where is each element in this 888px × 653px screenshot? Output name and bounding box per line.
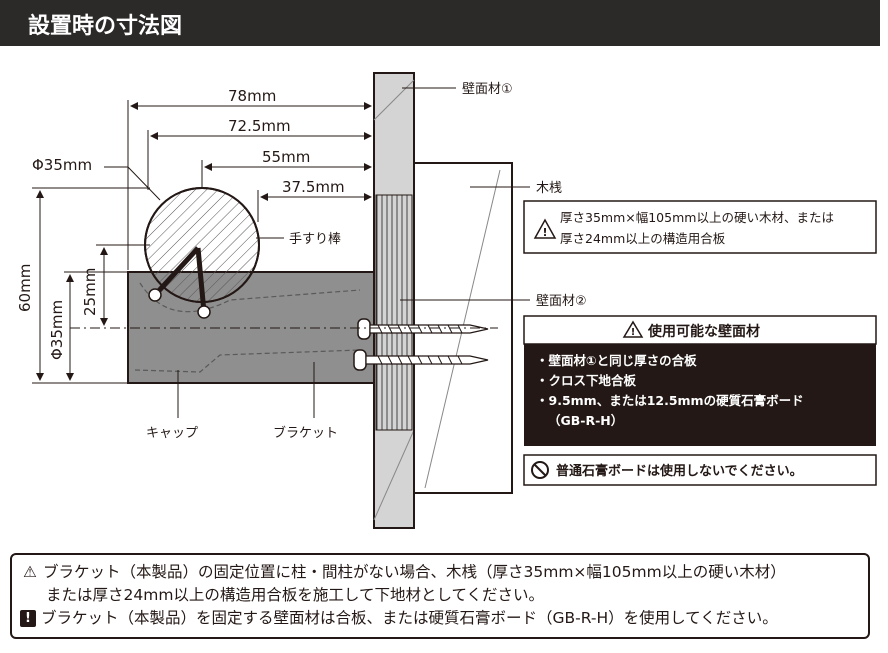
dim-phi35-side: Φ35mm (48, 300, 66, 360)
svg-text:!: ! (542, 226, 547, 239)
notice-line: または厚さ24mm以上の構造用合板を施工して下地材としてください。 (20, 584, 868, 607)
dim-55: 55mm (262, 148, 310, 166)
warning-triangle-icon (622, 320, 644, 338)
title-bar: 設置時の寸法図 (0, 0, 880, 46)
usable-material-item: （GB-R-H） (548, 413, 623, 428)
prohibited-icon (531, 461, 549, 479)
dim-72-5: 72.5mm (228, 117, 291, 135)
label-bracket: ブラケット (273, 425, 338, 441)
dim-78: 78mm (228, 87, 276, 105)
label-cap: キャップ (146, 426, 198, 441)
dim-25: 25mm (81, 268, 99, 316)
batten-spec-box: ! 厚さ35mm×幅105mm以上の硬い木材、または 厚さ24mm以上の構造用合… (523, 200, 877, 254)
dim-60: 60mm (16, 264, 34, 312)
svg-text:!: ! (631, 327, 636, 338)
notice-text: ブラケット（本製品）の固定位置に柱・間柱がない場合、木桟（厚さ35mm×幅105… (43, 563, 786, 581)
notice-text: または厚さ24mm以上の構造用合板を施工して下地材としてください。 (46, 586, 545, 604)
batten-spec-line2: 厚さ24mm以上の構造用合板 (560, 231, 726, 246)
phi35-leader (104, 166, 161, 201)
label-handrail: 手すり棒 (289, 232, 341, 247)
wall-screws (353, 318, 489, 371)
wall-material-2 (375, 194, 413, 431)
notice-text: ブラケット（本製品）を固定する壁面材は合板、または硬質石膏ボード（GB-R-H）… (41, 609, 778, 627)
prohibition-text: 普通石膏ボードは使用しないでください。 (556, 463, 803, 479)
vertical-dimensions (32, 187, 150, 384)
horizontal-dimensions (127, 100, 372, 270)
notice-line: ! ブラケット（本製品）を固定する壁面材は合板、または硬質石膏ボード（GB-R-H… (20, 607, 868, 630)
exclamation-icon: ! (20, 610, 36, 627)
usable-material-item: ・壁面材①と同じ厚さの合板 (536, 353, 697, 368)
dim-phi35-top: Φ35mm (32, 156, 92, 174)
dim-37-5: 37.5mm (282, 178, 345, 196)
notice-box: ⚠ ブラケット（本製品）の固定位置に柱・間柱がない場合、木桟（厚さ35mm×幅10… (10, 553, 870, 639)
notice-line: ⚠ ブラケット（本製品）の固定位置に柱・間柱がない場合、木桟（厚さ35mm×幅10… (20, 561, 868, 584)
usable-material-item: ・クロス下地合板 (536, 373, 637, 388)
usable-materials-box: ! 使用可能な壁面材 ・壁面材①と同じ厚さの合板 ・クロス下地合板 ・9.5mm… (523, 315, 877, 446)
batten-spec-line1: 厚さ35mm×幅105mm以上の硬い木材、または (560, 210, 834, 225)
prohibition-box: 普通石膏ボードは使用しないでください。 (523, 454, 877, 486)
label-wall-material-1: 壁面材① (462, 82, 513, 97)
page-title: 設置時の寸法図 (28, 14, 183, 39)
warning-triangle-icon (533, 218, 557, 239)
label-wall-material-2: 壁面材② (536, 294, 587, 309)
usable-material-item: ・9.5mm、または12.5mmの硬質石膏ボード (536, 393, 804, 408)
label-wood-batten: 木桟 (536, 181, 562, 196)
usable-materials-title: 使用可能な壁面材 (647, 323, 760, 340)
warning-triangle-icon: ⚠ (23, 563, 37, 581)
